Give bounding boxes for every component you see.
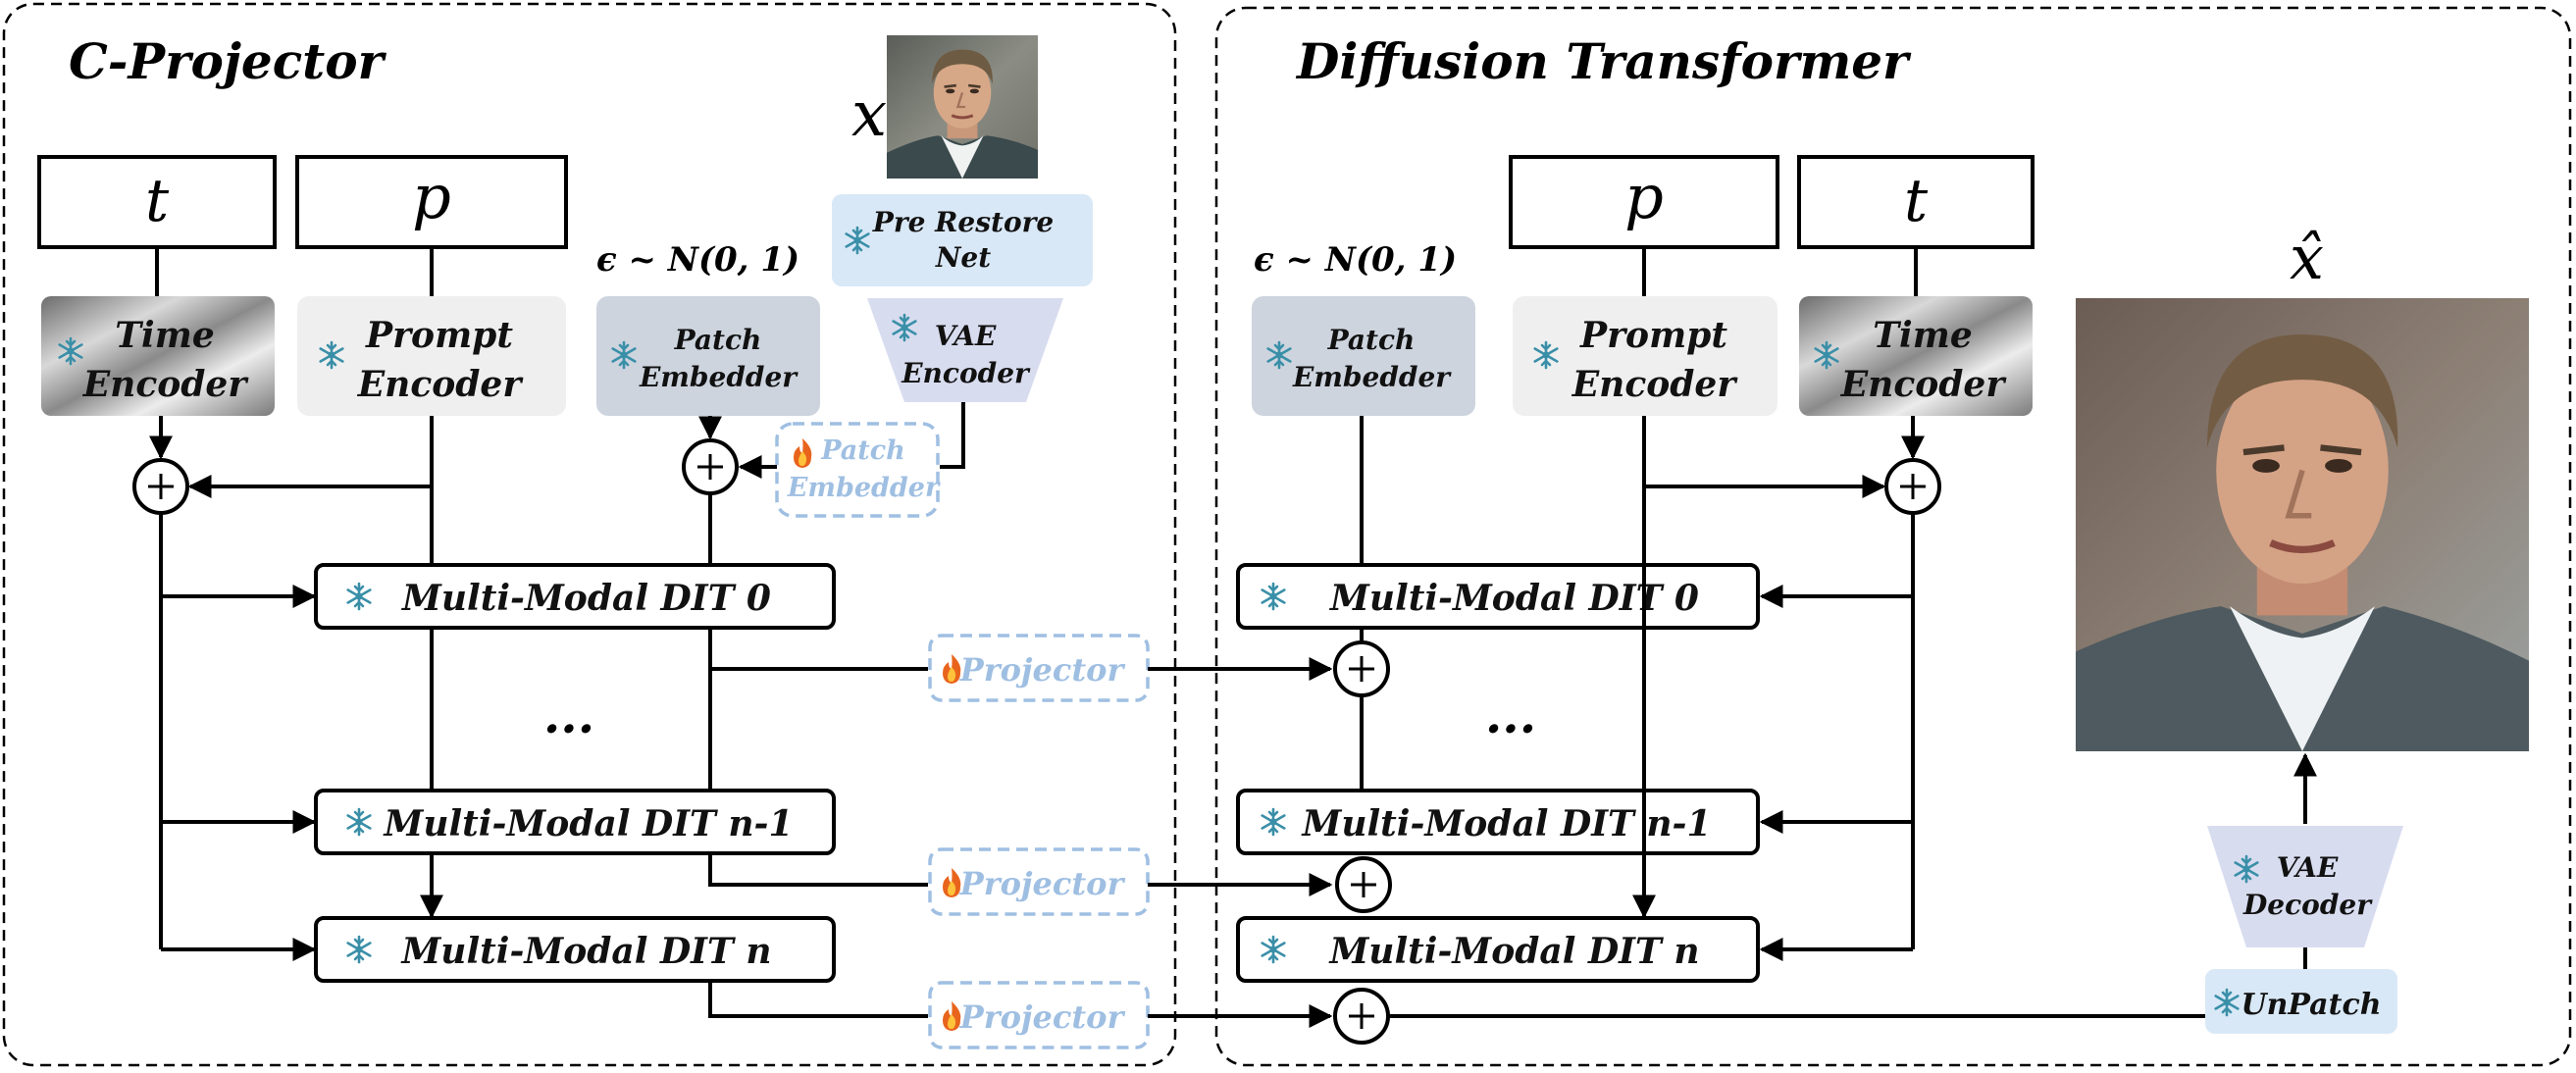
p-symbol-right: p — [1624, 161, 1664, 232]
prompt-encoder-right-label-1: Prompt — [1579, 315, 1727, 356]
diffusion-transformer-panel — [1214, 6, 2572, 1067]
p-symbol: p — [412, 161, 451, 232]
right-dit-0-block — [1236, 563, 1760, 630]
left-connectors — [149, 247, 965, 1018]
t-symbol: t — [145, 167, 170, 235]
pre-restore-net-label-1: Pre Restore — [872, 206, 1054, 238]
noise-label: ϵ ~ N(0, 1) — [596, 240, 799, 280]
projector-0: Projector — [928, 634, 1150, 702]
x-symbol: x — [851, 78, 887, 151]
noise-label-right: ϵ ~ N(0, 1) — [1254, 240, 1457, 280]
plus-icon — [148, 474, 174, 499]
patch-embedder-label-1: Patch — [674, 324, 762, 356]
vae-decoder-label-1: VAE — [2277, 851, 2339, 884]
vae-encoder-label-2: Encoder — [901, 357, 1031, 389]
prompt-encoder-block — [297, 296, 566, 416]
right-ellipsis: ··· — [1485, 699, 1536, 757]
projector-n: Projector — [928, 981, 1150, 1049]
left-dit-n-1-label: Multi-Modal DIT n-1 — [382, 803, 793, 844]
vae-encoder-label-1: VAE — [935, 320, 997, 352]
projector-n-1-label: Projector — [959, 865, 1126, 902]
right-dit-0-label: Multi-Modal DIT 0 — [1328, 578, 1699, 619]
plus-icon — [1351, 872, 1376, 897]
time-encoder-right-label-1: Time — [1873, 315, 1972, 356]
vae-decoder-label-2: Decoder — [2242, 889, 2373, 921]
c-projector-title: C-Projector — [69, 32, 387, 90]
time-encoder-label-1: Time — [115, 315, 214, 356]
plus-icon — [1349, 656, 1374, 682]
left-dit-0-label: Multi-Modal DIT 0 — [400, 578, 771, 619]
p-input-box-right — [1509, 155, 1779, 249]
unpatch-label: UnPatch — [2241, 988, 2381, 1022]
diffusion-transformer-title: Diffusion Transformer — [1295, 32, 1912, 90]
time-encoder-right-label-2: Encoder — [1840, 364, 2008, 405]
output-face-image — [2076, 298, 2529, 751]
input-face-image — [885, 33, 1040, 180]
trainable-patch-embedder-label-2: Embedder — [787, 473, 941, 503]
right-dit-n-block — [1236, 916, 1760, 983]
c-projector-panel — [2, 2, 1177, 1067]
pre-restore-net-block — [832, 194, 1093, 286]
left-dit-n-label: Multi-Modal DIT n — [399, 931, 771, 972]
t-input-box — [37, 155, 277, 249]
vae-encoder-block — [867, 298, 1063, 402]
prompt-encoder-right-label-2: Encoder — [1571, 364, 1739, 405]
unpatch-block — [2205, 969, 2397, 1034]
plus-icon — [697, 454, 723, 480]
prompt-encoder-block-right — [1513, 296, 1777, 416]
right-dit-n-1-label: Multi-Modal DIT n-1 — [1300, 803, 1711, 844]
time-encoder-label-2: Encoder — [82, 364, 250, 405]
time-encoder-block — [41, 296, 275, 416]
patch-embedder-label-2: Embedder — [639, 361, 799, 393]
left-ellipsis: ··· — [543, 699, 594, 757]
x-hat-symbol: x̂ — [2290, 222, 2324, 293]
projector-0-label: Projector — [959, 651, 1126, 689]
plus-icon — [1900, 474, 1926, 499]
plus-icon — [1349, 1003, 1374, 1029]
right-dit-n-label: Multi-Modal DIT n — [1327, 931, 1699, 972]
t-symbol-right: t — [1904, 167, 1929, 235]
trainable-patch-embedder-label-1: Patch — [820, 435, 905, 466]
patch-embedder-right-label-1: Patch — [1327, 324, 1416, 356]
right-dit-n-1-block — [1236, 789, 1760, 855]
projector-n-1: Projector — [928, 847, 1150, 916]
vae-decoder-block — [2207, 826, 2403, 947]
patch-embedder-block — [596, 296, 820, 416]
right-connectors — [1360, 247, 2317, 1018]
projector-connectors — [1148, 657, 1333, 1028]
prompt-encoder-label-1: Prompt — [365, 315, 513, 356]
time-encoder-block-right — [1799, 296, 2033, 416]
patch-embedder-block-right — [1252, 296, 1475, 416]
prompt-encoder-label-2: Encoder — [357, 364, 525, 405]
pre-restore-net-label-2: Net — [935, 241, 991, 274]
trainable-patch-embedder-block — [775, 422, 940, 518]
patch-embedder-right-label-2: Embedder — [1292, 361, 1452, 393]
p-input-box — [295, 155, 568, 249]
projector-n-label: Projector — [959, 998, 1126, 1036]
